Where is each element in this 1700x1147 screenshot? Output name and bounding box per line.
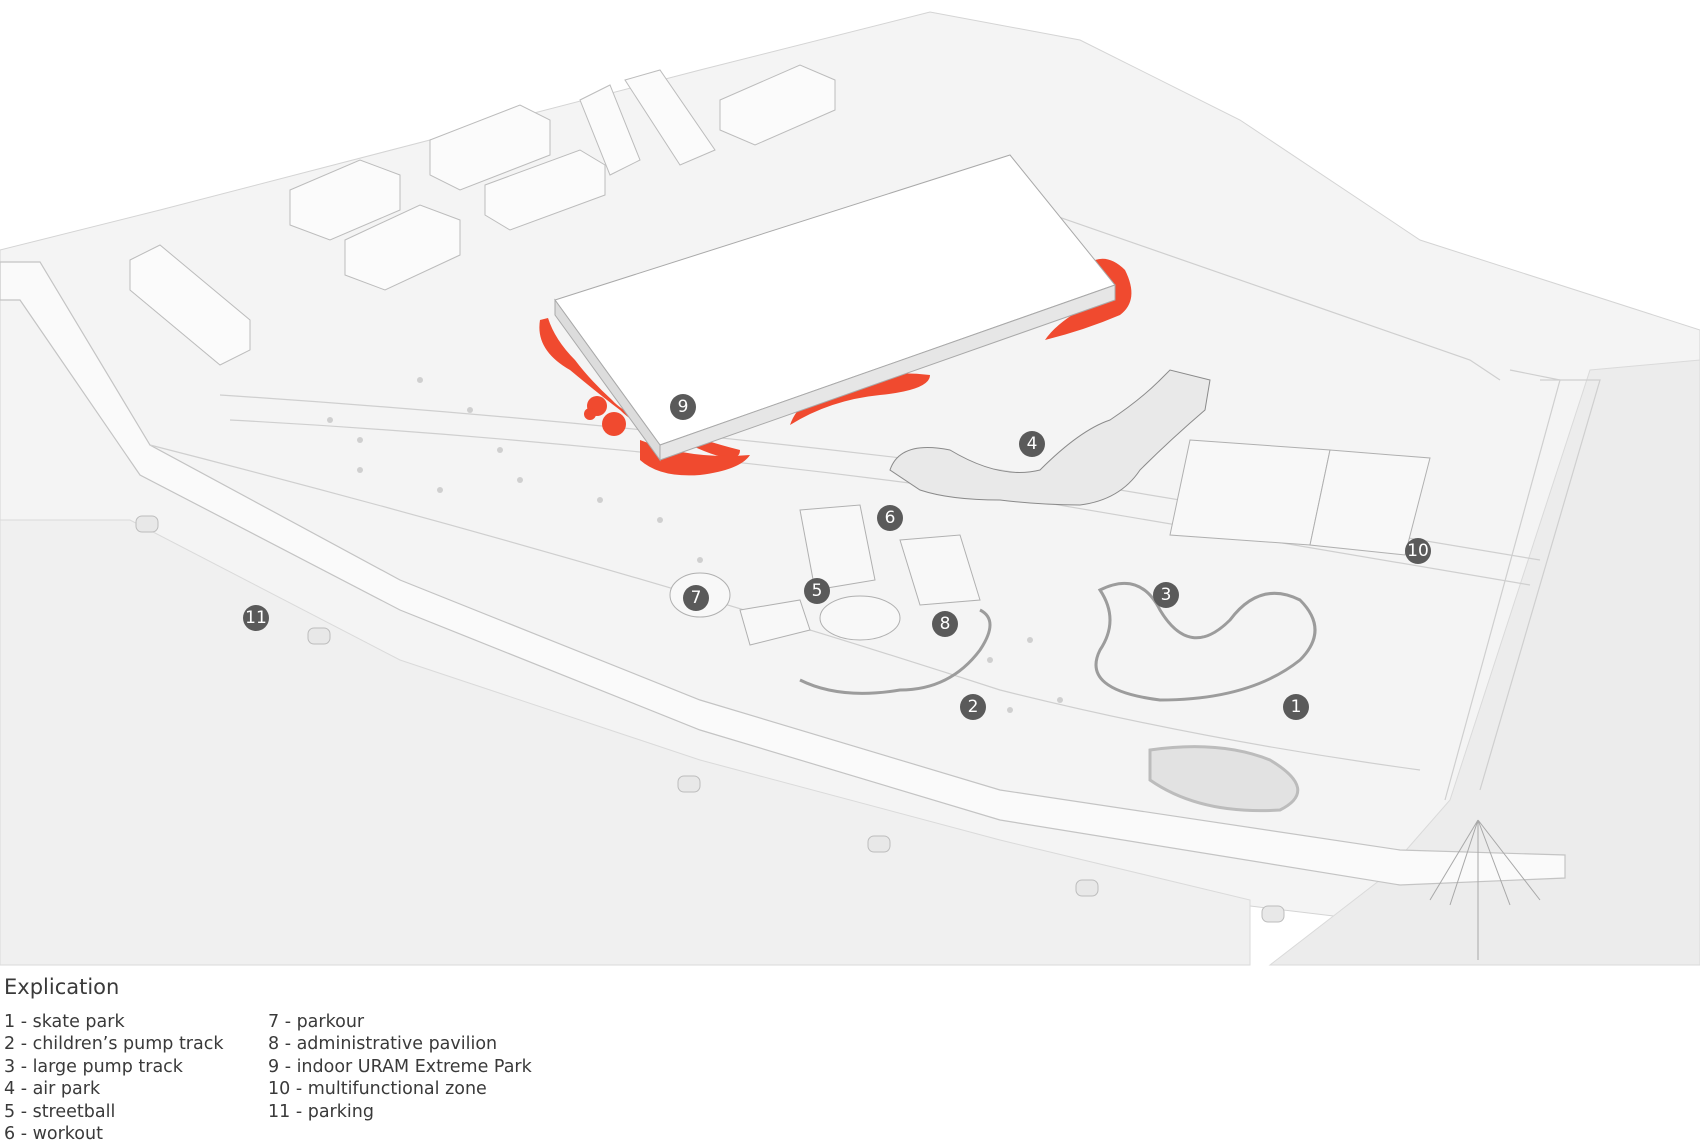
svg-text:5: 5 <box>812 581 823 601</box>
legend-item-parkour: 7 - parkour <box>268 1012 365 1032</box>
site-plan-drawing: 1 2 3 4 5 6 7 8 9 10 11 <box>0 11 1700 966</box>
legend-column-left: 1 - skate park 2 - children’s pump track… <box>4 1011 224 1145</box>
svg-text:7: 7 <box>691 588 702 608</box>
embankment-road <box>0 261 1566 886</box>
legend-item-streetball: 5 - streetball <box>4 1101 116 1122</box>
legend-column-right: 7 - parkour 8 - administrative pavilion … <box>268 1011 532 1123</box>
legend-item-children-pump-track: 2 - children’s pump track <box>4 1034 224 1055</box>
pump-tracks <box>799 581 1317 813</box>
svg-text:11: 11 <box>245 608 267 628</box>
legend-item-multifunctional-zone: 10 - multifunctional zone <box>268 1079 487 1100</box>
sports-courts <box>669 439 1431 646</box>
marker-5: 5 <box>804 578 830 604</box>
legend-item-workout: 6 - workout <box>4 1124 103 1145</box>
marker-4: 4 <box>1019 431 1045 457</box>
marker-7: 7 <box>683 585 709 611</box>
marker-11: 11 <box>243 605 269 631</box>
svg-text:10: 10 <box>1407 541 1429 561</box>
legend-item-large-pump-track: 3 - large pump track <box>4 1056 183 1077</box>
indoor-park-building <box>554 154 1116 462</box>
marker-6: 6 <box>877 505 903 531</box>
legend-item-parking: 11 - parking <box>268 1101 374 1122</box>
svg-text:6: 6 <box>885 508 896 528</box>
air-park-structure <box>889 369 1211 506</box>
marker-9: 9 <box>670 394 696 420</box>
marker-8: 8 <box>932 611 958 637</box>
svg-text:8: 8 <box>940 614 951 634</box>
legend-item-indoor-extreme-park: 9 - indoor URAM Extreme Park <box>268 1056 532 1077</box>
marker-2: 2 <box>960 694 986 720</box>
svg-text:4: 4 <box>1027 434 1038 454</box>
cable-bridge-pylon <box>1429 819 1541 960</box>
svg-text:1: 1 <box>1291 697 1302 717</box>
legend-item-air-park: 4 - air park <box>4 1079 101 1100</box>
legend-title: Explication <box>4 975 120 999</box>
marker-3: 3 <box>1153 582 1179 608</box>
legend-item-skate-park: 1 - skate park <box>4 1012 125 1032</box>
svg-text:2: 2 <box>968 697 979 717</box>
trees <box>327 377 1063 713</box>
svg-text:3: 3 <box>1161 585 1172 605</box>
svg-text:9: 9 <box>678 397 689 417</box>
bridge-piers <box>135 515 1285 923</box>
marker-1: 1 <box>1283 694 1309 720</box>
marker-10: 10 <box>1405 538 1431 564</box>
warehouse-buildings <box>129 64 836 366</box>
legend-item-administrative-pavilion: 8 - administrative pavilion <box>268 1034 498 1055</box>
